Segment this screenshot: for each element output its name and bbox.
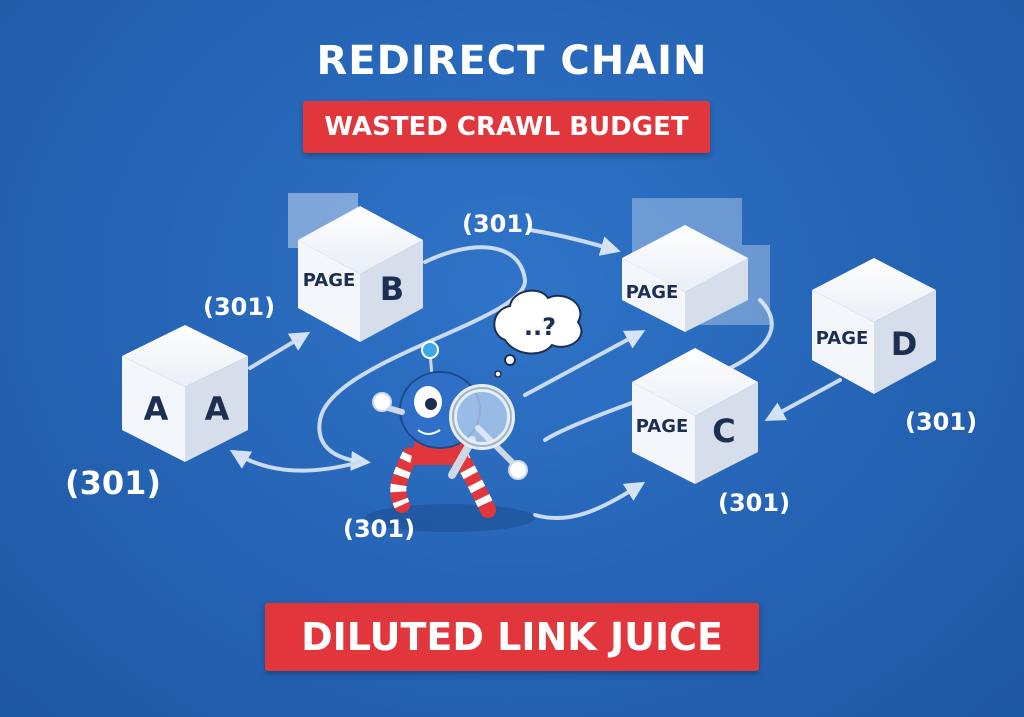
cube-mid-label-left: PAGE xyxy=(626,282,679,303)
page-title: REDIRECT CHAIN xyxy=(316,38,708,84)
thought-bubble: ..? xyxy=(493,289,583,378)
cube-a: A A xyxy=(122,325,248,462)
cube-b-label-right: B xyxy=(380,270,404,308)
thought-text: ..? xyxy=(524,313,556,341)
code-label: (301) xyxy=(905,408,977,436)
cube-mid: PAGE xyxy=(622,225,748,332)
code-label: (301) xyxy=(718,489,790,517)
cube-c-label-left: PAGE xyxy=(636,416,689,437)
code-label: (301) xyxy=(462,210,534,238)
cube-d-label-left: PAGE xyxy=(816,328,869,349)
cube-d: PAGE D xyxy=(812,258,936,394)
diluted-link-juice-banner: DILUTED LINK JUICE xyxy=(265,603,759,671)
wasted-crawl-budget-banner: WASTED CRAWL BUDGET xyxy=(303,101,710,153)
cube-d-label-right: D xyxy=(891,325,918,363)
cube-c-label-right: C xyxy=(712,412,735,450)
cube-a-label-right: A xyxy=(205,390,230,428)
cube-b: PAGE B xyxy=(298,206,423,342)
redirect-code-labels: (301) (301) (301) (301) (301) (301) xyxy=(65,210,977,543)
cube-b-label-left: PAGE xyxy=(303,270,356,291)
cube-c: PAGE C xyxy=(632,348,758,484)
code-label: (301) xyxy=(203,293,275,321)
code-label: (301) xyxy=(343,515,415,543)
crawler-robot-icon xyxy=(365,341,535,532)
code-label: (301) xyxy=(65,464,161,502)
cube-a-label-left: A xyxy=(144,390,169,428)
